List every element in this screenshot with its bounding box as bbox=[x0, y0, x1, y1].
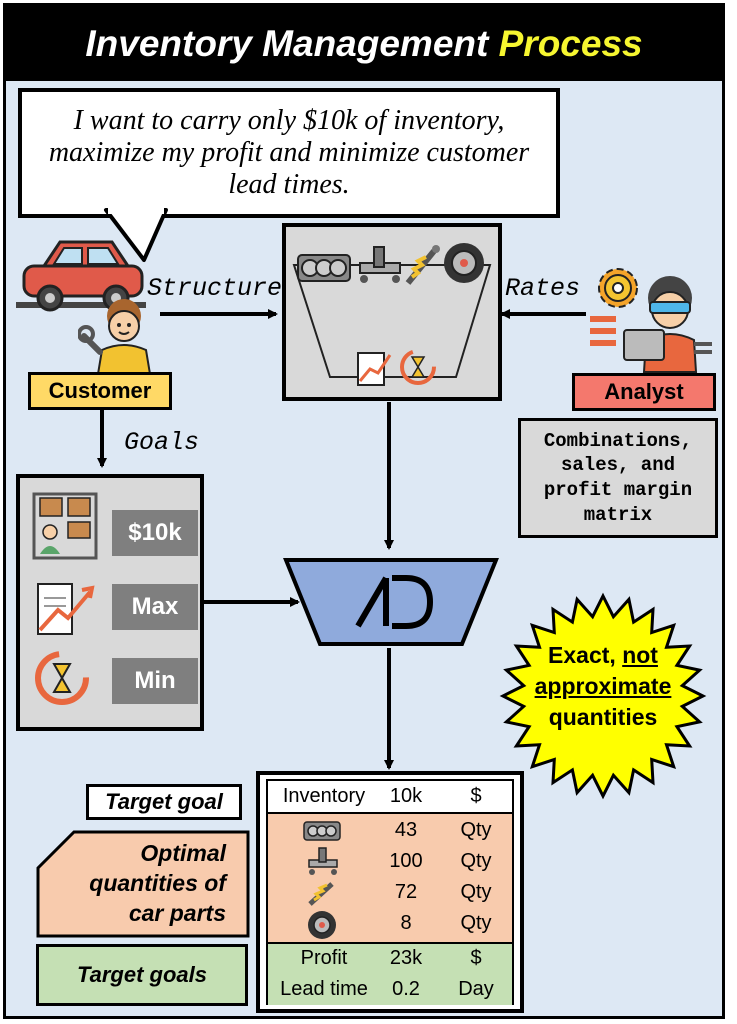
result-header-unit: $ bbox=[470, 785, 482, 807]
tire-icon bbox=[444, 243, 484, 283]
title-main: Inventory Management bbox=[85, 23, 489, 64]
logo-icon bbox=[355, 575, 434, 629]
warehouse-icon bbox=[32, 492, 98, 560]
legend-optimal: Optimal quantities of car parts bbox=[50, 836, 226, 932]
part-unit: Qty bbox=[460, 912, 492, 934]
analyst-icon bbox=[590, 276, 712, 373]
table-row: 100 Qty bbox=[268, 846, 512, 877]
title-highlight: Process bbox=[498, 23, 643, 64]
optimizer-block bbox=[283, 558, 499, 646]
tire-icon bbox=[308, 911, 336, 939]
table-row: 72 Qty bbox=[268, 877, 512, 908]
page-title: Inventory Management Process bbox=[6, 6, 722, 81]
outcomes-band bbox=[268, 942, 512, 1005]
legend-optimal-text: Optimal quantities of car parts bbox=[89, 840, 226, 926]
part-value: 43 bbox=[394, 819, 418, 841]
result-header-label: Inventory bbox=[282, 785, 366, 807]
part-value: 100 bbox=[389, 850, 423, 872]
steering-rack-icon bbox=[359, 246, 401, 283]
outcome-unit: $ bbox=[470, 947, 482, 969]
car-icon bbox=[16, 240, 146, 312]
result-header-value: 10k bbox=[389, 785, 423, 807]
shock-absorber-icon bbox=[405, 245, 440, 285]
customer-label: Customer bbox=[28, 372, 172, 410]
engine-icon bbox=[303, 821, 341, 841]
goal-lead-time: Min bbox=[112, 658, 198, 704]
lead-time-icon bbox=[35, 651, 89, 705]
speech-text: I want to carry only $10k of inventory, … bbox=[48, 104, 530, 201]
engine-icon bbox=[297, 254, 351, 282]
shock-absorber-icon bbox=[308, 882, 334, 906]
result-header-row: Inventory 10k $ bbox=[268, 781, 512, 814]
star-not: not bbox=[622, 642, 658, 668]
diagram-frame: Inventory Management Process I want to c… bbox=[3, 3, 725, 1019]
goals-box: $10k Max Min bbox=[16, 474, 204, 731]
outcome-label: Profit bbox=[300, 947, 348, 969]
starburst-text: Exact, not approximate quantities bbox=[518, 640, 688, 733]
hourglass-icon bbox=[400, 349, 436, 385]
table-row: Lead time 0.2 Day bbox=[268, 974, 512, 1005]
mechanic-icon bbox=[78, 299, 152, 374]
legend-optimal-shape bbox=[36, 830, 250, 938]
structure-box bbox=[282, 223, 502, 401]
result-table: Inventory 10k $ 43 Qty 100 Qty bbox=[266, 779, 514, 1005]
part-value: 72 bbox=[394, 881, 418, 903]
part-value: 8 bbox=[400, 912, 412, 934]
table-row: Profit 23k $ bbox=[268, 943, 512, 974]
outcome-value: 0.2 bbox=[392, 978, 420, 1000]
outcome-label: Lead time bbox=[280, 978, 368, 1000]
analyst-label: Analyst bbox=[572, 373, 716, 411]
legend-target-goals: Target goals bbox=[36, 944, 248, 1006]
structure-label: Structure bbox=[147, 274, 283, 303]
outcome-unit: Day bbox=[458, 978, 494, 1000]
part-unit: Qty bbox=[460, 819, 492, 841]
speech-tail-icon bbox=[104, 206, 168, 262]
gear-icon bbox=[598, 268, 638, 308]
exact-starburst bbox=[499, 592, 707, 800]
price-chart-icon bbox=[357, 352, 392, 386]
matrix-note: Combinations, sales, and profit margin m… bbox=[518, 418, 718, 538]
goal-profit: Max bbox=[112, 584, 198, 630]
table-row: 43 Qty bbox=[268, 815, 512, 846]
matrix-note-text: Combinations, sales, and profit margin m… bbox=[543, 429, 693, 526]
star-line3: quantities bbox=[548, 704, 658, 731]
part-unit: Qty bbox=[460, 881, 492, 903]
steering-rack-icon bbox=[308, 847, 338, 875]
part-unit: Qty bbox=[460, 850, 492, 872]
legend-target-goal: Target goal bbox=[86, 784, 242, 820]
goal-inventory: $10k bbox=[112, 510, 198, 556]
outcome-value: 23k bbox=[389, 947, 423, 969]
table-row: 8 Qty bbox=[268, 908, 512, 939]
goals-label: Goals bbox=[124, 428, 200, 457]
profit-chart-icon bbox=[37, 583, 95, 635]
star-line2: approximate bbox=[534, 673, 672, 700]
customer-speech-bubble: I want to carry only $10k of inventory, … bbox=[18, 88, 560, 218]
flow-arrows bbox=[97, 309, 586, 770]
rates-label: Rates bbox=[505, 274, 581, 303]
star-line1: Exact, bbox=[548, 642, 616, 668]
